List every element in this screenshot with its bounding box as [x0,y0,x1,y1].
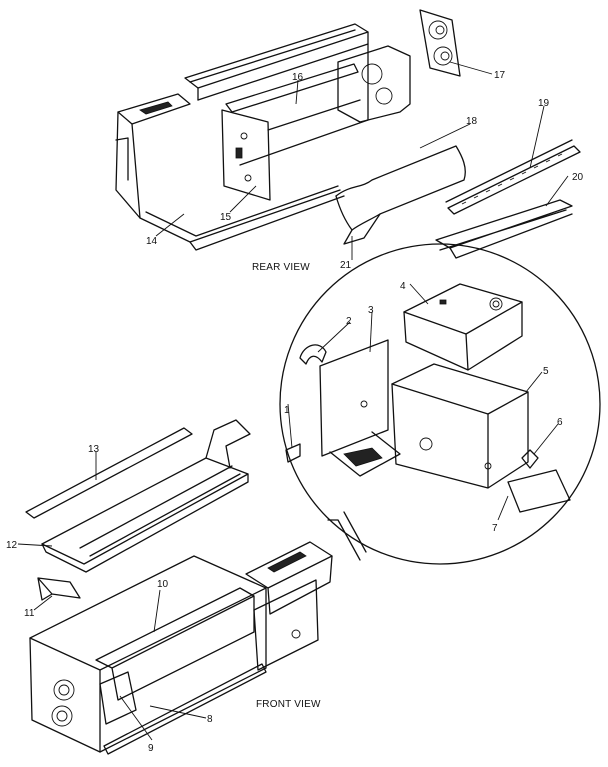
part-label-5: 5 [543,366,549,377]
part-label-6: 6 [557,417,563,428]
part-label-3: 3 [368,305,374,316]
part-12-tray [41,419,251,573]
part-17-plate [419,9,461,77]
part-label-14: 14 [146,236,158,247]
part-label-21: 21 [340,260,352,271]
part-label-12: 12 [6,540,18,551]
part-label-17: 17 [494,70,506,81]
part-11-bracket [37,577,81,601]
part-label-1: 1 [284,405,290,416]
rear-view-assembly [115,23,411,251]
part-20-channel [435,199,573,259]
rear-view-caption: REAR VIEW [252,262,310,273]
part-label-11: 11 [24,608,35,619]
part-13-strip [25,427,193,519]
part-label-10: 10 [157,579,169,590]
part-label-9: 9 [148,743,154,754]
detail-circle [279,243,601,565]
part-label-18: 18 [466,116,478,127]
leader-lines [17,61,569,741]
part-label-20: 20 [572,172,584,183]
part-18-curved-sheet [335,145,466,245]
part-label-4: 4 [400,281,406,292]
front-view-assembly [29,541,333,755]
front-view-caption: FRONT VIEW [256,699,321,710]
part-label-15: 15 [220,212,232,223]
part-19-slotted-rail [445,139,581,215]
part-label-2: 2 [346,316,352,327]
part-label-8: 8 [207,714,213,725]
part-label-7: 7 [492,523,498,534]
part-labels: 1 2 3 4 5 6 7 8 9 10 11 12 13 14 15 16 1… [6,70,584,754]
part-label-19: 19 [538,98,550,109]
part-label-13: 13 [88,444,100,455]
part-label-16: 16 [292,72,304,83]
